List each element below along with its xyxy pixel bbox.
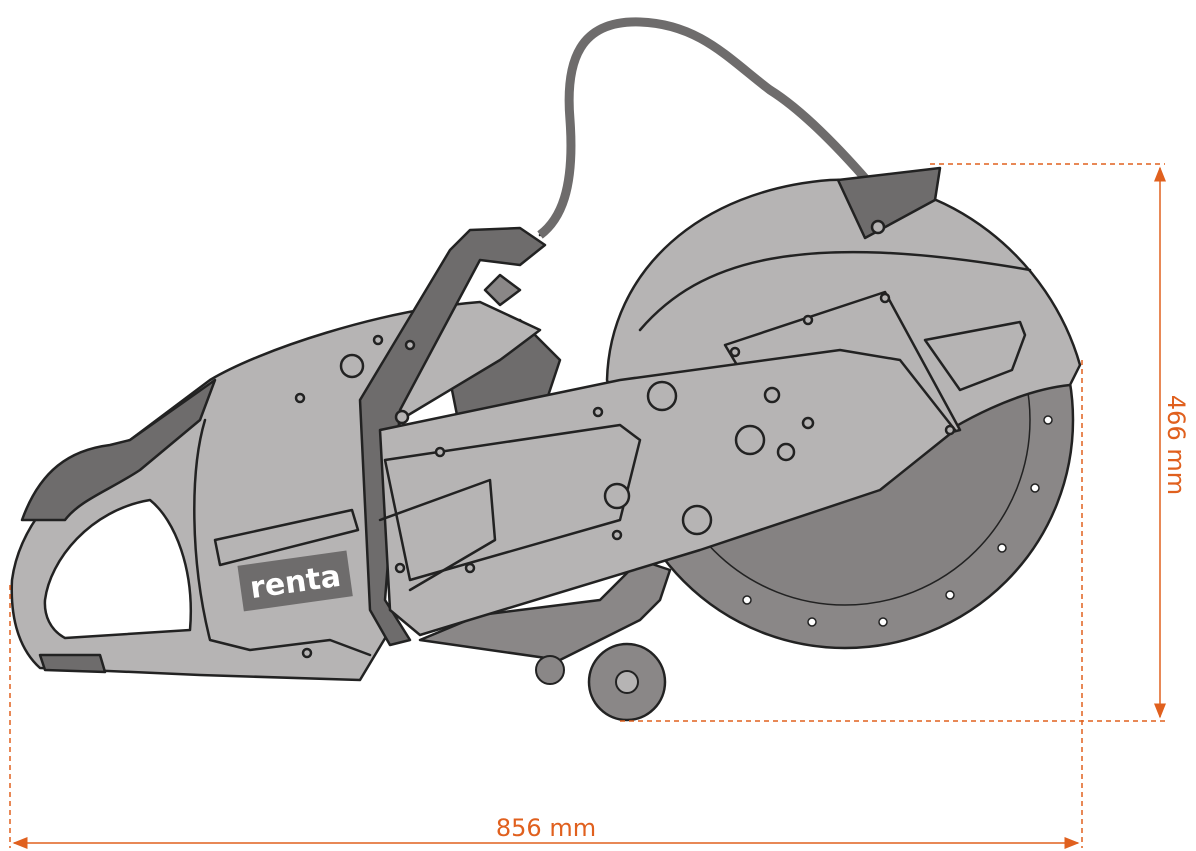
brand-logo: renta [237,550,353,612]
height-label: 466 mm [1162,395,1190,495]
dimension-lines [9,163,1166,849]
blade-segments [742,415,1053,627]
length-label: 856 mm [496,814,596,842]
bolts [294,292,956,659]
rear-handle [20,378,217,522]
front-handle [358,226,547,647]
guard-handle [836,166,942,240]
